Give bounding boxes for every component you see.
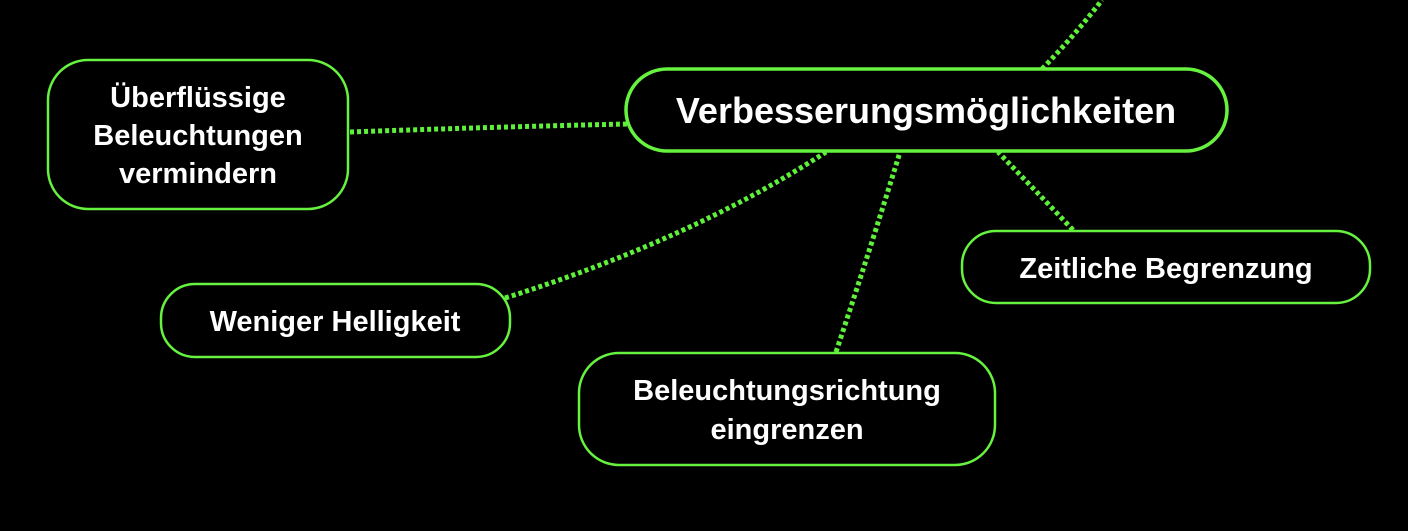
node-ueberfluessige-beleuchtungen[interactable]: Überflüssige Beleuchtungen vermindern — [46, 58, 350, 211]
link-weniger-helligkeit — [504, 149, 828, 301]
node-label-line: Beleuchtungsrichtung — [633, 375, 941, 407]
node-label-line: Beleuchtungen — [93, 120, 302, 152]
link-ueberfluessige — [349, 121, 628, 135]
node-zeitliche-begrenzung[interactable]: Zeitliche Begrenzung — [960, 229, 1372, 305]
root-node[interactable]: Verbesserungsmöglichkeiten — [624, 67, 1229, 153]
node-label-line: Weniger Helligkeit — [210, 306, 461, 338]
node-label-line: Zeitliche Begrenzung — [1019, 253, 1312, 285]
node-label-line: eingrenzen — [710, 414, 863, 446]
link-to-parent — [1040, 0, 1104, 71]
root-label: Verbesserungsmöglichkeiten — [676, 90, 1176, 131]
node-label-line: vermindern — [119, 158, 277, 190]
node-weniger-helligkeit[interactable]: Weniger Helligkeit — [159, 282, 512, 359]
link-beleuchtungsrichtung — [833, 151, 903, 353]
node-beleuchtungsrichtung[interactable]: Beleuchtungsrichtung eingrenzen — [577, 351, 997, 467]
link-zeitliche-begrenzung — [996, 150, 1075, 232]
node-label-line: Überflüssige — [110, 81, 286, 114]
